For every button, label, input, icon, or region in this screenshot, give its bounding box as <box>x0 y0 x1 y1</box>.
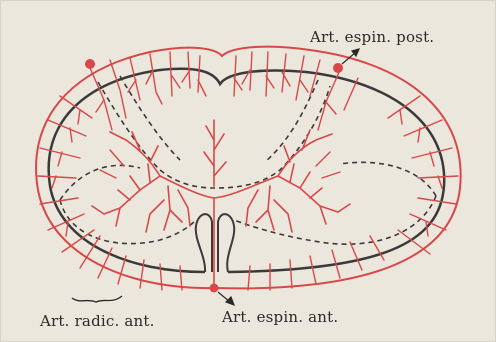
posterior-spinal-artery-left-dot <box>85 59 95 69</box>
label-anterior-spinal-artery: Art. espin. ant. <box>222 308 338 326</box>
label-anterior-radicular-artery: Art. radic. ant. <box>40 312 155 330</box>
anterior-median-fissure <box>196 214 234 272</box>
anterior-spinal-artery-dot <box>210 284 219 293</box>
radicular-bracket <box>72 296 122 302</box>
label-posterior-spinal-artery: Art. espin. post. <box>310 28 434 46</box>
leader-arrows <box>218 49 359 305</box>
grey-matter-boundary <box>60 76 436 244</box>
posterior-spinal-artery-right-dot <box>333 63 343 73</box>
